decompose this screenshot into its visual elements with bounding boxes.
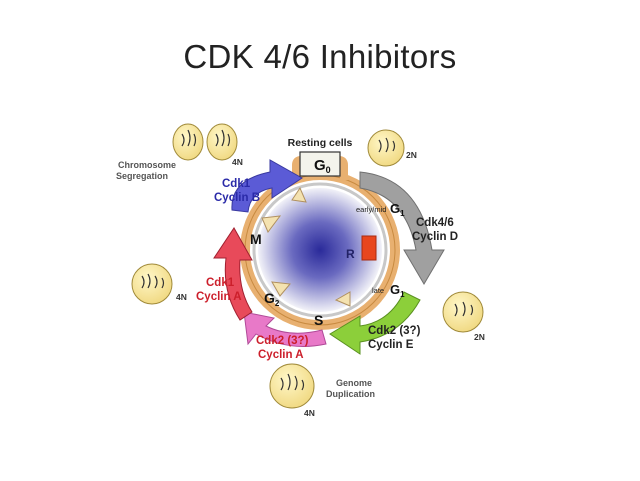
ploidy-top-right: 2N xyxy=(406,150,417,160)
late-label: late xyxy=(372,286,384,295)
arrow-cdk1-cyclin-b xyxy=(231,159,303,213)
cdk1-cyclin-a-label: Cdk1 Cyclin A xyxy=(196,277,242,303)
arrow-cdk1-cyclin-a xyxy=(213,227,253,321)
ploidy-left: 4N xyxy=(176,292,187,302)
g0-box xyxy=(299,151,341,177)
inner-ring xyxy=(252,182,388,318)
arrow-cdk46-cyclin-d xyxy=(359,171,445,285)
arrow-cdk2-cyclin-e xyxy=(329,291,421,355)
cdk2-cyclin-a-label: Cdk2 (3?) Cyclin A xyxy=(256,335,312,361)
cdk2-cyclin-e-label: Cdk2 (3?) Cyclin E xyxy=(368,325,424,351)
g0-label: G0 xyxy=(314,157,331,175)
phase-s-label: S xyxy=(314,312,323,328)
ploidy-bottom: 4N xyxy=(304,408,315,418)
cdk46-cyclin-d-label: Cdk4/6 Cyclin D xyxy=(412,217,458,243)
cell-2n-right-icon xyxy=(442,291,484,333)
cell-4n-left-icon xyxy=(131,263,173,305)
restriction-point-label: R xyxy=(346,247,355,261)
g1-early-label: G1 xyxy=(390,201,405,218)
cell-2n-top-icon xyxy=(367,129,405,167)
early-mid-label: early/mid xyxy=(356,205,386,214)
cdk1-cyclin-b-label: Cdk1 Cyclin B xyxy=(214,178,260,204)
ploidy-right: 2N xyxy=(474,332,485,342)
chromosome-segregation-label: Chromosome Segregation xyxy=(116,160,179,181)
g1-late-label: G1 xyxy=(390,282,405,299)
genome-duplication-label: Genome Duplication xyxy=(326,378,375,399)
restriction-point-marker xyxy=(361,235,377,261)
phase-m-label: M xyxy=(250,231,262,247)
slide-title: CDK 4/6 Inhibitors xyxy=(183,38,457,75)
dividing-cell-icon xyxy=(172,123,238,161)
cell-4n-bottom-icon xyxy=(269,363,315,409)
phase-g2-label: G2 xyxy=(264,290,280,308)
ploidy-top-left: 4N xyxy=(232,157,243,167)
resting-cells-label: Resting cells xyxy=(288,137,353,149)
nucleus xyxy=(258,188,382,312)
